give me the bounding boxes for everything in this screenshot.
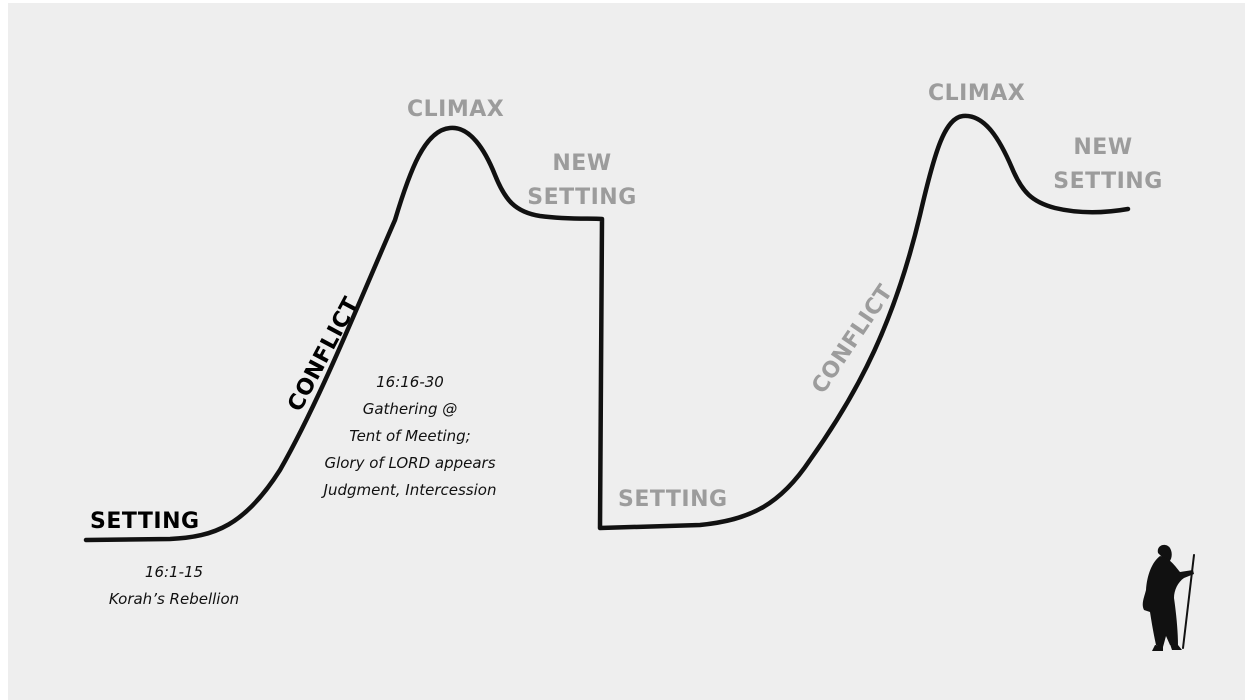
arc1-setting-note-line2: Korah’s Rebellion: [109, 590, 239, 608]
arc2-climax-label: CLIMAX: [928, 81, 1025, 106]
arc1-conflict-note-line1: 16:16-30: [376, 373, 444, 391]
arc1-conflict-note-line2: Gathering @: [363, 400, 458, 418]
arc1-climax-label: CLIMAX: [407, 97, 504, 122]
arc1-conflict-note-line5: Judgment, Intercession: [321, 481, 497, 499]
arc1-setting-note-line1: 16:1-15: [145, 563, 203, 581]
arc2-new-setting-label-line2: SETTING: [1053, 169, 1163, 194]
arc1-conflict-note-line3: Tent of Meeting;: [349, 427, 470, 445]
arc1-new-setting-label-line1: NEW: [552, 151, 611, 176]
arc1-conflict-note-line4: Glory of LORD appears: [324, 454, 495, 472]
arc2-new-setting-label-line1: NEW: [1073, 135, 1132, 160]
arc1-new-setting-label-line2: SETTING: [527, 185, 637, 210]
arc1-setting-label: SETTING: [90, 509, 200, 534]
arc2-setting-label: SETTING: [618, 487, 728, 512]
